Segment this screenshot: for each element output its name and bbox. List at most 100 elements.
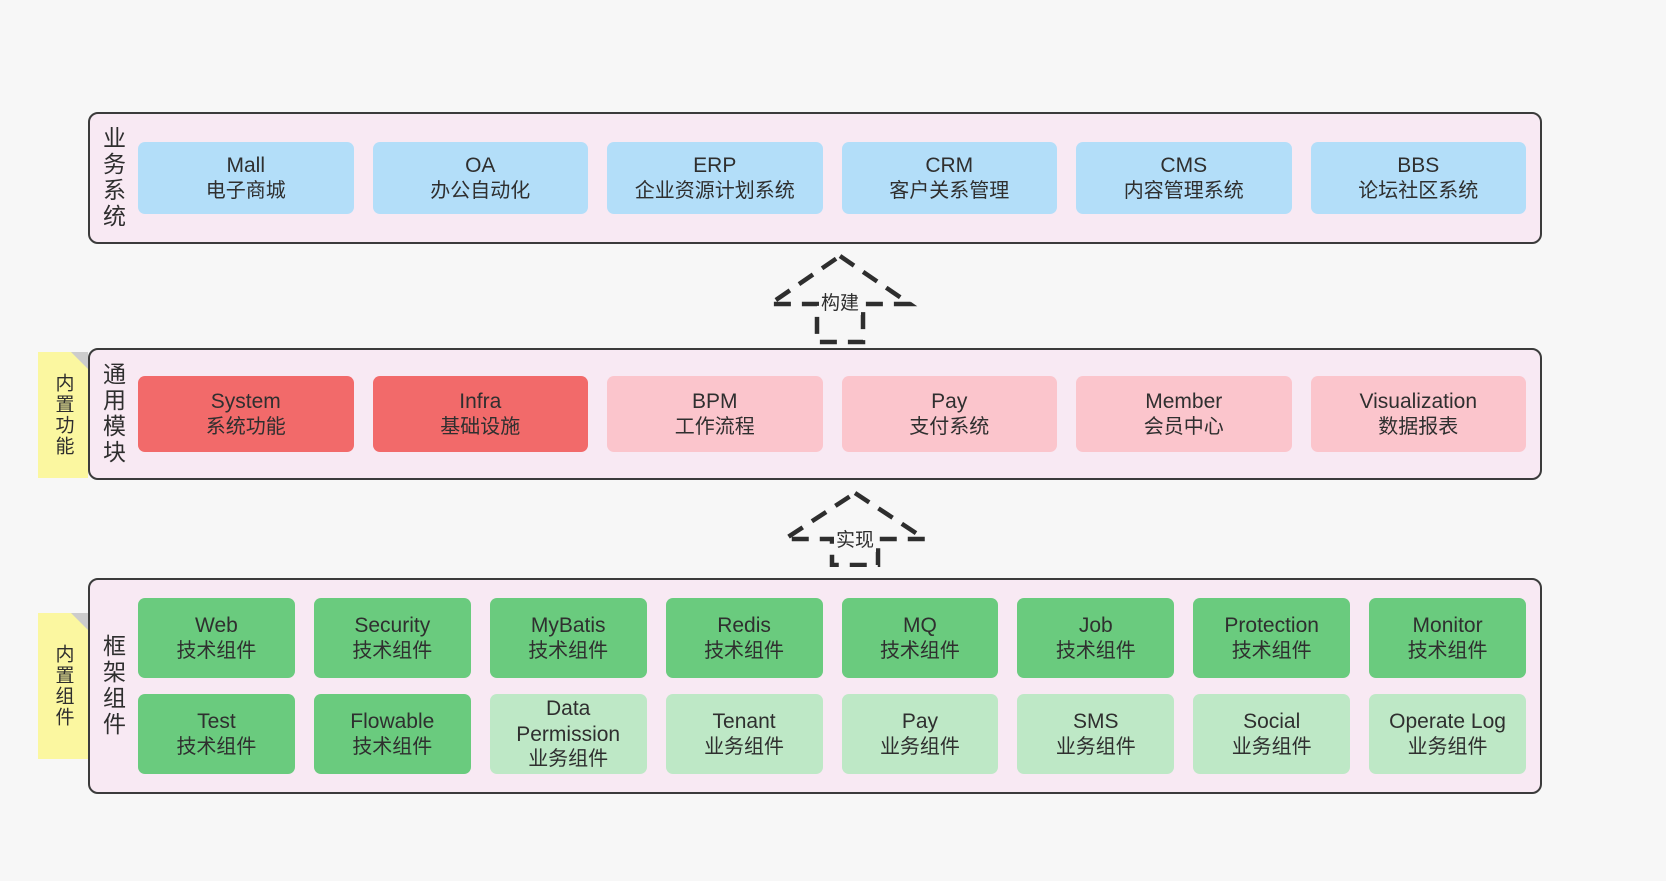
card-oa-sub: 办公自动化 xyxy=(430,179,531,202)
framework-business-row: Test 技术组件 Flowable 技术组件 Data Permission … xyxy=(138,694,1526,774)
card-sms-sub: 业务组件 xyxy=(1055,735,1136,758)
card-pay-component[interactable]: Pay 业务组件 xyxy=(841,694,999,774)
generalization-arrow-build: 构建 xyxy=(745,250,935,346)
card-infra-name: Infra xyxy=(459,390,502,413)
card-cms[interactable]: CMS 内容管理系统 xyxy=(1076,142,1292,214)
card-erp[interactable]: ERP 企业资源计划系统 xyxy=(607,142,823,214)
layer-common-module: 通用模块 System 系统功能 Infra 基础设施 BPM 工作流程 Pay… xyxy=(88,348,1542,480)
card-member-name: Member xyxy=(1145,390,1223,413)
card-mall-sub: 电子商城 xyxy=(205,179,286,202)
card-mall[interactable]: Mall 电子商城 xyxy=(138,142,354,214)
card-monitor[interactable]: Monitor 技术组件 xyxy=(1369,598,1526,678)
card-job[interactable]: Job 技术组件 xyxy=(1017,598,1175,678)
card-sms[interactable]: SMS 业务组件 xyxy=(1017,694,1175,774)
card-sms-name: SMS xyxy=(1073,710,1119,733)
card-tenant[interactable]: Tenant 业务组件 xyxy=(665,694,823,774)
card-pay-component-sub: 业务组件 xyxy=(879,735,960,758)
card-security-name: Security xyxy=(354,614,431,637)
card-tenant-sub: 业务组件 xyxy=(704,735,785,758)
card-pay-module-sub: 支付系统 xyxy=(909,415,990,438)
card-crm[interactable]: CRM 客户关系管理 xyxy=(841,142,1057,214)
card-tenant-name: Tenant xyxy=(712,710,776,733)
card-bbs-name: BBS xyxy=(1397,154,1440,177)
card-web[interactable]: Web 技术组件 xyxy=(138,598,295,678)
sticky-note-builtin-function: 内置功能 xyxy=(38,352,88,478)
card-erp-name: ERP xyxy=(693,154,737,177)
card-oa[interactable]: OA 办公自动化 xyxy=(372,142,588,214)
layer-body-business-system: Mall 电子商城 OA 办公自动化 ERP 企业资源计划系统 CRM 客户关系… xyxy=(134,114,1540,242)
card-bbs[interactable]: BBS 论坛社区系统 xyxy=(1310,142,1526,214)
card-web-name: Web xyxy=(195,614,238,637)
card-protection-sub: 技术组件 xyxy=(1231,639,1312,662)
card-cms-sub: 内容管理系统 xyxy=(1123,179,1244,202)
card-bbs-sub: 论坛社区系统 xyxy=(1358,179,1479,202)
layer-business-system: 业务系统 Mall 电子商城 OA 办公自动化 ERP 企业资源计划系统 CRM… xyxy=(88,112,1542,244)
card-job-name: Job xyxy=(1078,614,1113,637)
card-mq[interactable]: MQ 技术组件 xyxy=(841,598,999,678)
card-operate-log[interactable]: Operate Log 业务组件 xyxy=(1369,694,1526,774)
card-mybatis[interactable]: MyBatis 技术组件 xyxy=(489,598,647,678)
arrow-implement-label: 实现 xyxy=(833,525,877,552)
card-mq-sub: 技术组件 xyxy=(879,639,960,662)
card-flowable-sub: 技术组件 xyxy=(352,735,433,758)
card-data-permission-name: Data Permission xyxy=(516,697,621,746)
card-system[interactable]: System 系统功能 xyxy=(138,376,354,452)
layer-body-common-module: System 系统功能 Infra 基础设施 BPM 工作流程 Pay 支付系统… xyxy=(134,350,1540,478)
card-cms-name: CMS xyxy=(1160,154,1208,177)
card-pay-module[interactable]: Pay 支付系统 xyxy=(841,376,1057,452)
card-social-name: Social xyxy=(1243,710,1301,733)
card-system-name: System xyxy=(210,390,281,413)
sticky-note-builtin-function-label: 内置功能 xyxy=(52,373,74,457)
framework-tech-row: Web 技术组件 Security 技术组件 MyBatis 技术组件 Redi… xyxy=(138,598,1526,678)
card-bpm-sub: 工作流程 xyxy=(674,415,755,438)
business-system-row: Mall 电子商城 OA 办公自动化 ERP 企业资源计划系统 CRM 客户关系… xyxy=(138,142,1526,214)
generalization-arrow-implement: 实现 xyxy=(760,487,950,567)
card-oa-name: OA xyxy=(465,154,496,177)
sticky-note-builtin-component: 内置组件 xyxy=(38,613,88,759)
card-visualization-name: Visualization xyxy=(1359,390,1478,413)
card-test-name: Test xyxy=(197,710,236,733)
card-security[interactable]: Security 技术组件 xyxy=(313,598,471,678)
card-visualization[interactable]: Visualization 数据报表 xyxy=(1310,376,1526,452)
card-infra[interactable]: Infra 基础设施 xyxy=(372,376,588,452)
card-mq-name: MQ xyxy=(903,614,937,637)
card-crm-sub: 客户关系管理 xyxy=(889,179,1010,202)
card-pay-component-name: Pay xyxy=(901,710,939,733)
layer-framework-component: 框架组件 Web 技术组件 Security 技术组件 MyBatis 技术组件… xyxy=(88,578,1542,794)
arrow-build-label: 构建 xyxy=(818,288,862,315)
card-system-sub: 系统功能 xyxy=(205,415,286,438)
layer-body-framework-component: Web 技术组件 Security 技术组件 MyBatis 技术组件 Redi… xyxy=(134,580,1540,792)
card-operate-log-sub: 业务组件 xyxy=(1407,735,1488,758)
arrow-build-icon xyxy=(762,253,918,345)
arrow-implement-icon xyxy=(777,490,933,567)
card-data-permission-sub: 业务组件 xyxy=(528,748,609,771)
card-bpm[interactable]: BPM 工作流程 xyxy=(607,376,823,452)
sticky-fold-corner-icon xyxy=(71,613,88,630)
card-bpm-name: BPM xyxy=(691,390,738,413)
card-redis-name: Redis xyxy=(717,614,771,637)
card-redis-sub: 技术组件 xyxy=(704,639,785,662)
card-flowable-name: Flowable xyxy=(350,710,435,733)
layer-title-common-module: 通用模块 xyxy=(99,362,126,466)
card-test-sub: 技术组件 xyxy=(176,735,257,758)
card-data-permission[interactable]: Data Permission 业务组件 xyxy=(489,694,647,774)
card-visualization-sub: 数据报表 xyxy=(1378,415,1459,438)
card-protection-name: Protection xyxy=(1224,614,1319,637)
card-redis[interactable]: Redis 技术组件 xyxy=(665,598,823,678)
card-infra-sub: 基础设施 xyxy=(440,415,521,438)
card-member[interactable]: Member 会员中心 xyxy=(1076,376,1292,452)
common-module-row: System 系统功能 Infra 基础设施 BPM 工作流程 Pay 支付系统… xyxy=(138,376,1526,452)
card-test[interactable]: Test 技术组件 xyxy=(138,694,295,774)
sticky-note-builtin-component-label: 内置组件 xyxy=(52,644,74,728)
layer-title-business-system: 业务系统 xyxy=(99,126,126,230)
card-flowable[interactable]: Flowable 技术组件 xyxy=(313,694,471,774)
layer-title-framework-component: 框架组件 xyxy=(99,634,126,738)
card-erp-sub: 企业资源计划系统 xyxy=(634,179,795,202)
card-social[interactable]: Social 业务组件 xyxy=(1193,694,1351,774)
card-protection[interactable]: Protection 技术组件 xyxy=(1193,598,1351,678)
card-mybatis-name: MyBatis xyxy=(530,614,606,637)
card-member-sub: 会员中心 xyxy=(1143,415,1224,438)
card-job-sub: 技术组件 xyxy=(1055,639,1136,662)
card-monitor-name: Monitor xyxy=(1412,614,1483,637)
